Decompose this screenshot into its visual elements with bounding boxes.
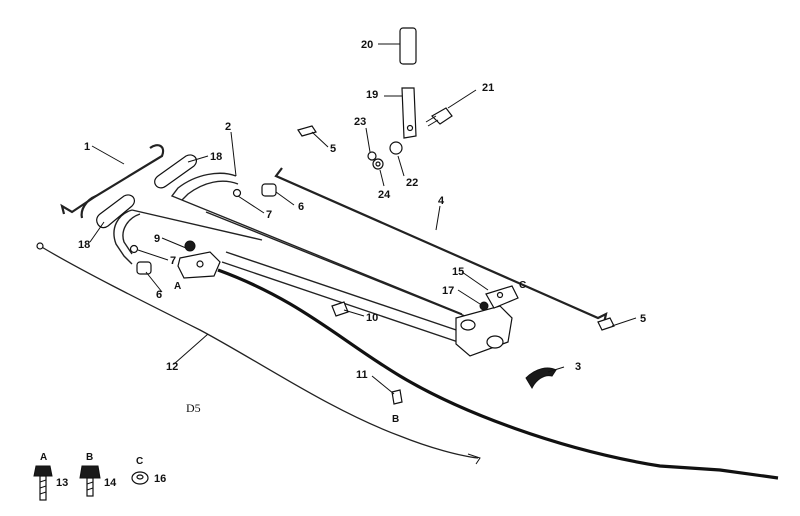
part-label-5-lower: 5 [640, 313, 646, 325]
part-label-23: 23 [354, 116, 366, 128]
spacer-6-lower [136, 261, 152, 275]
connection-letter-b: B [392, 414, 399, 425]
part-label-20: 20 [361, 39, 373, 51]
part-label-1: 1 [84, 141, 90, 153]
hardware-key: A 13 B 14 C 16 [33, 452, 166, 501]
part-label-3: 3 [575, 361, 581, 373]
spacer-22 [389, 141, 403, 155]
part-label-18-lower: 18 [78, 239, 90, 251]
part-label-12: 12 [166, 361, 178, 373]
handle-1 [60, 144, 165, 219]
part-label-6-upper: 6 [298, 201, 304, 213]
control-cable-thick [217, 268, 779, 480]
part-label-24: 24 [378, 189, 391, 201]
control-clamp-9 [177, 240, 221, 279]
part-label-7-upper: 7 [266, 209, 272, 221]
spacer-6-upper [261, 183, 277, 197]
part-label-9: 9 [154, 233, 160, 245]
hardware-key-number-13: 13 [56, 477, 68, 489]
part-label-17: 17 [442, 285, 454, 297]
cover-3 [525, 367, 557, 390]
cable-12 [36, 242, 481, 465]
part-label-6-lower: 6 [156, 289, 162, 301]
part-label-4: 4 [438, 195, 445, 207]
part-label-11: 11 [356, 369, 368, 381]
washer-23 [367, 151, 377, 161]
bolt-icon [33, 465, 53, 501]
washer-7-upper [232, 188, 242, 198]
control-rod-4 [274, 167, 608, 324]
part-label-19: 19 [366, 89, 378, 101]
part-label-2: 2 [225, 121, 231, 133]
cotter-pin-5-upper [297, 125, 317, 137]
hardware-key-letter-b: B [86, 452, 93, 463]
grip-18-lower [96, 194, 136, 229]
part-label-21: 21 [482, 82, 494, 94]
nut-icon [131, 471, 149, 485]
clip-10 [331, 301, 349, 317]
lever-19 [401, 87, 417, 139]
knob-20 [399, 27, 417, 65]
hardware-key-number-14: 14 [104, 477, 117, 489]
diagram-code: D5 [186, 401, 201, 415]
part-label-7-lower: 7 [170, 255, 176, 267]
washer-7-lower [129, 244, 139, 254]
end-bracket [455, 305, 513, 357]
part-label-15: 15 [452, 266, 464, 278]
hardware-key-letter-c: C [136, 456, 143, 467]
connection-letter-c: C [519, 280, 526, 291]
connection-letter-a: A [174, 281, 181, 292]
part-label-18-upper: 18 [210, 151, 222, 163]
bolt-icon [79, 465, 101, 497]
leader-lines [89, 43, 637, 395]
handle-bar-2 [113, 172, 471, 347]
hardware-key-number-16: 16 [154, 473, 166, 485]
bolt-21 [425, 107, 453, 127]
pivot-bracket [479, 285, 519, 311]
part-label-22: 22 [406, 177, 418, 189]
hardware-key-letter-a: A [40, 452, 47, 463]
cotter-pin-5-lower [597, 317, 615, 331]
screw-11 [391, 389, 403, 405]
grip-18-upper [154, 154, 198, 189]
part-label-5-upper: 5 [330, 143, 336, 155]
part-label-10: 10 [366, 312, 378, 324]
nut-24 [372, 158, 384, 170]
